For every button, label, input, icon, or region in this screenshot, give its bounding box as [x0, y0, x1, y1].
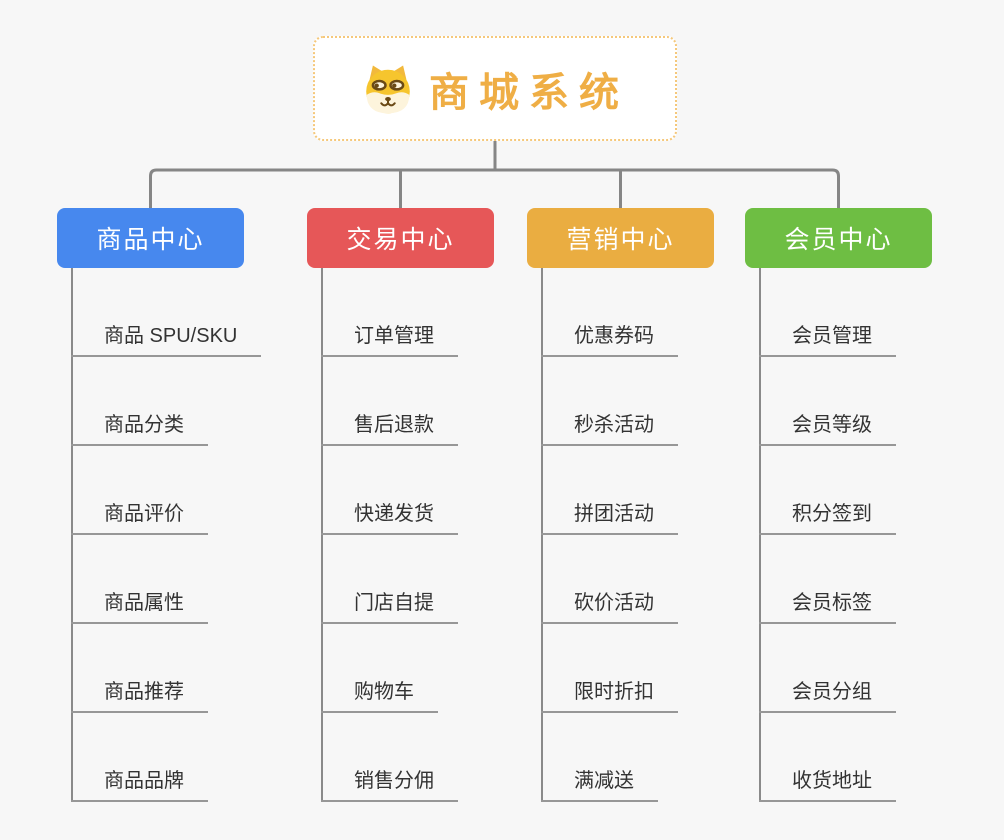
- dog-face-icon: [366, 65, 410, 113]
- branch-trunk-line: [71, 268, 73, 802]
- leaf-node[interactable]: 优惠券码: [541, 268, 678, 357]
- leaf-node[interactable]: 会员管理: [759, 268, 896, 357]
- leaf-node[interactable]: 销售分佣: [321, 713, 458, 802]
- branch-children: 订单管理 售后退款 快递发货 门店自提 购物车 销售分佣: [307, 268, 557, 802]
- branch-node-marketing-center[interactable]: 营销中心: [527, 208, 714, 268]
- leaf-node[interactable]: 商品 SPU/SKU: [71, 268, 262, 357]
- branch-marketing-center: 营销中心 优惠券码 秒杀活动 拼团活动 砍价活动 限时折扣 满减送: [527, 208, 777, 802]
- leaf-node[interactable]: 商品品牌: [71, 713, 208, 802]
- branch-label: 交易中心: [346, 226, 455, 254]
- branch-children: 优惠券码 秒杀活动 拼团活动 砍价活动 限时折扣 满减送: [527, 268, 777, 802]
- root-node[interactable]: 商城系统: [313, 36, 677, 141]
- root-title: 商城系统: [429, 70, 629, 115]
- branch-product-center: 商品中心 商品 SPU/SKU 商品分类 商品评价 商品属性 商品推荐 商品品牌: [57, 208, 307, 802]
- branch-trunk-line: [541, 268, 543, 802]
- branch-trade-center: 交易中心 订单管理 售后退款 快递发货 门店自提 购物车 销售分佣: [307, 208, 557, 802]
- leaf-node[interactable]: 商品评价: [71, 446, 208, 535]
- leaf-node[interactable]: 满减送: [541, 713, 658, 802]
- leaf-node[interactable]: 秒杀活动: [541, 357, 678, 446]
- leaf-node[interactable]: 购物车: [321, 624, 438, 713]
- leaf-node[interactable]: 门店自提: [321, 535, 458, 624]
- leaf-node[interactable]: 快递发货: [321, 446, 458, 535]
- branch-member-center: 会员中心 会员管理 会员等级 积分签到 会员标签 会员分组 收货地址: [745, 208, 995, 802]
- leaf-node[interactable]: 订单管理: [321, 268, 458, 357]
- branch-children: 会员管理 会员等级 积分签到 会员标签 会员分组 收货地址: [745, 268, 995, 802]
- leaf-node[interactable]: 砍价活动: [541, 535, 678, 624]
- branch-label: 商品中心: [96, 226, 205, 254]
- leaf-node[interactable]: 商品推荐: [71, 624, 208, 713]
- leaf-node[interactable]: 会员标签: [759, 535, 896, 624]
- leaf-node[interactable]: 会员等级: [759, 357, 896, 446]
- leaf-node[interactable]: 限时折扣: [541, 624, 678, 713]
- leaf-node[interactable]: 拼团活动: [541, 446, 678, 535]
- leaf-node[interactable]: 积分签到: [759, 446, 896, 535]
- branch-trunk-line: [759, 268, 761, 802]
- branch-node-product-center[interactable]: 商品中心: [57, 208, 244, 268]
- leaf-node[interactable]: 商品分类: [71, 357, 208, 446]
- branch-connector-rail: [149, 168, 840, 208]
- leaf-node[interactable]: 收货地址: [759, 713, 896, 802]
- leaf-node[interactable]: 商品属性: [71, 535, 208, 624]
- branch-node-member-center[interactable]: 会员中心: [745, 208, 932, 268]
- branch-children: 商品 SPU/SKU 商品分类 商品评价 商品属性 商品推荐 商品品牌: [57, 268, 307, 802]
- leaf-node[interactable]: 售后退款: [321, 357, 458, 446]
- branch-label: 营销中心: [566, 226, 675, 254]
- branch-label: 会员中心: [784, 226, 893, 254]
- leaf-node[interactable]: 会员分组: [759, 624, 896, 713]
- branch-trunk-line: [321, 268, 323, 802]
- branch-node-trade-center[interactable]: 交易中心: [307, 208, 494, 268]
